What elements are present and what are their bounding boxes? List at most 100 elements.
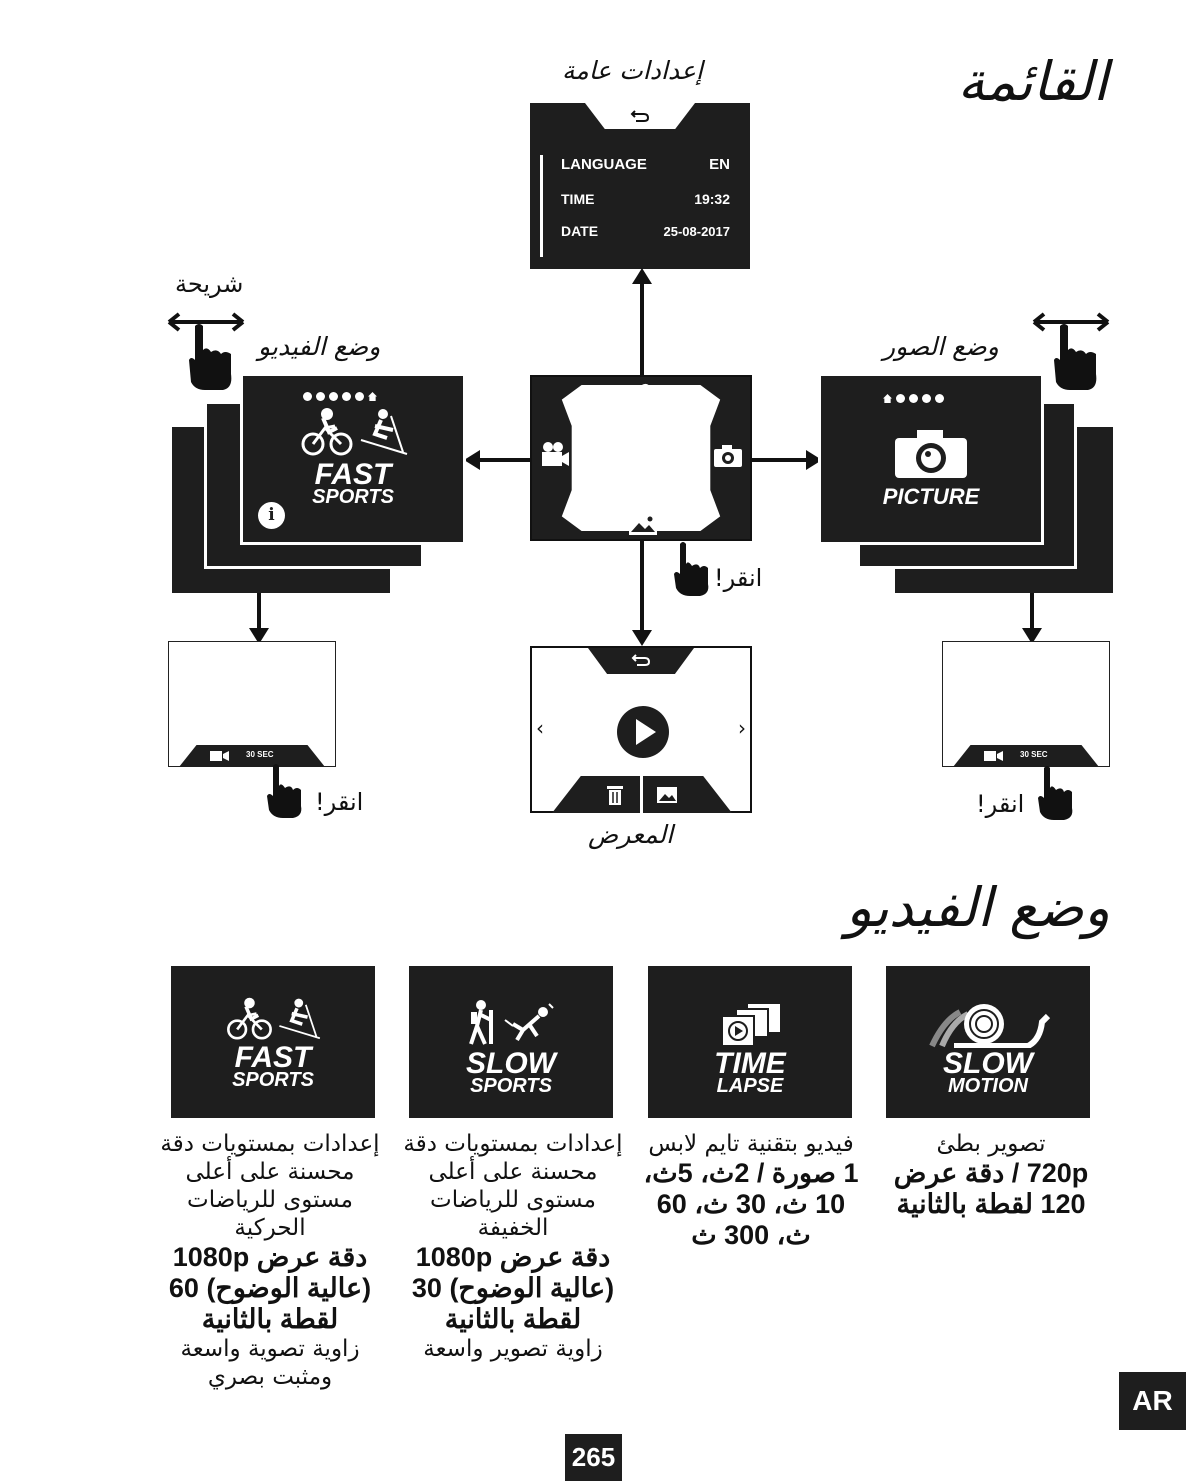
photo-preview-status: 30 SEC [1020, 750, 1048, 759]
mode-desc-time-lapse: فيديو بتقنية تايم لابس 1 صورة / 2ث، 5ث، … [636, 1130, 866, 1251]
arrow-to-video [478, 458, 530, 462]
photo-status-bar: 30 SEC [953, 745, 1099, 767]
video-mode-brand: FAST SPORTS [243, 458, 463, 508]
video-mode-line2: SPORTS [312, 486, 394, 508]
photo-mode-label: وضع الصور [883, 332, 999, 361]
gallery-label: المعرض [588, 820, 674, 849]
settings-screen: LANGUAGE EN TIME 19:32 DATE 25-08-2017 [530, 103, 750, 269]
back-tab[interactable] [585, 103, 695, 129]
settings-label: إعدادات عامة [562, 56, 703, 85]
setting-date-value[interactable]: 25-08-2017 [663, 224, 731, 239]
trash-icon[interactable] [606, 784, 624, 806]
play-icon[interactable] [616, 705, 670, 759]
gallery-icon[interactable] [628, 512, 658, 536]
mode-pager-dots [303, 386, 381, 405]
gallery-screen: ‹ › [530, 646, 752, 813]
photo-mode-screen[interactable]: PICTURE [821, 376, 1041, 542]
cyclist-skier-icon [227, 997, 321, 1040]
video-camera-icon[interactable] [539, 441, 571, 469]
arrowhead-left [464, 450, 480, 470]
tap-label-right: انقر! [976, 790, 1025, 818]
mode-desc-text: تصوير بطئ [936, 1131, 1046, 1157]
arrowhead-down-right [1022, 628, 1042, 644]
mode-desc-bold: 1 صورة / 2ث، 5ث، 10 ث، 30 ث، 60 ث، 300 ث [643, 1158, 859, 1251]
settings-wrench-icon[interactable] [631, 382, 653, 404]
chevron-right-icon[interactable]: › [738, 716, 746, 740]
mode-desc-text: إعدادات بمستويات دقة محسنة على أعلى مستو… [160, 1131, 380, 1242]
arrow-video-to-preview [257, 593, 261, 631]
language-badge: AR [1119, 1372, 1186, 1430]
info-icon[interactable]: i [258, 502, 285, 529]
chevron-left-icon[interactable]: ‹ [536, 716, 544, 740]
mode-line2: SPORTS [470, 1075, 552, 1097]
mode-desc-bold: دقة عرض 1080p (عالية الوضوح) 60 لقطة بال… [168, 1242, 372, 1335]
photo-pager-dots [883, 388, 948, 407]
tap-hand-icon-right [1038, 766, 1073, 820]
mode-desc-fast-sports: إعدادات بمستويات دقة محسنة على أعلى مستو… [155, 1130, 385, 1391]
gallery-back-tab[interactable] [588, 648, 694, 674]
picture-camera-icon [895, 430, 967, 478]
mode-line2: LAPSE [716, 1075, 784, 1097]
mode-desc-bold: 720p / دقة عرض 120 لقطة بالثانية [893, 1158, 1089, 1220]
cyclist-skier-icon [301, 408, 408, 456]
setting-time-value[interactable]: 19:32 [694, 191, 730, 207]
tap-label-left: انقر! [315, 788, 364, 816]
setting-language-value[interactable]: EN [709, 156, 730, 173]
image-icon[interactable] [656, 786, 678, 804]
scroll-bar[interactable] [540, 155, 543, 257]
photo-camera-icon[interactable] [712, 443, 744, 469]
photo-mode-brand: PICTURE [821, 484, 1041, 509]
video-small-icon [210, 751, 229, 761]
mode-desc-text: فيديو بتقنية تايم لابس [648, 1131, 854, 1157]
back-icon [630, 110, 650, 122]
tap-hand-icon-left [267, 764, 302, 818]
back-icon [631, 654, 651, 666]
mode-line1: FAST [234, 1041, 312, 1074]
mode-line2: MOTION [948, 1075, 1028, 1097]
arrow-photo-to-preview [1030, 593, 1034, 631]
video-status-bar: 30 SEC [179, 745, 325, 767]
video-mode-line1: FAST [314, 458, 392, 491]
swipe-label: شريحة [175, 270, 244, 298]
video-preview-screen[interactable]: 30 SEC [168, 641, 336, 767]
gallery-bottom-bar [552, 776, 732, 813]
arrow-to-settings [640, 282, 644, 376]
arrowhead-up [632, 268, 652, 284]
arrowhead-down-center [632, 630, 652, 646]
page-number: 265 [565, 1434, 622, 1481]
page-number-text: 265 [571, 1442, 616, 1472]
swipe-hand-icon-right [1032, 312, 1110, 390]
photo-mode-line1: PICTURE [882, 484, 980, 509]
tap-hand-icon-center [674, 542, 709, 596]
snail-icon [929, 1004, 1051, 1048]
tap-label-center: انقر! [714, 564, 763, 592]
setting-language-key: LANGUAGE [561, 156, 647, 173]
photo-preview-screen[interactable]: 30 SEC [942, 641, 1110, 767]
home-screen [530, 375, 752, 541]
mode-desc-slow-sports: إعدادات بمستويات دقة محسنة على أعلى مستو… [398, 1130, 628, 1363]
mode-desc-bold: دقة عرض 1080p (عالية الوضوح) 30 لقطة بال… [411, 1242, 615, 1335]
mode-line2: SPORTS [232, 1069, 314, 1091]
arrow-to-photo [752, 458, 808, 462]
video-mode-label: وضع الفيديو [258, 332, 381, 361]
mode-line1: TIME [714, 1047, 786, 1080]
video-small-icon [984, 751, 1003, 761]
mode-line1: SLOW [943, 1047, 1033, 1080]
mode-desc-extra: زاوية تصوير واسعة [423, 1336, 603, 1363]
mode-line1: SLOW [466, 1047, 556, 1080]
language-badge-text: AR [1132, 1385, 1173, 1416]
mode-desc-text: إعدادات بمستويات دقة محسنة على أعلى مستو… [403, 1131, 623, 1242]
video-preview-status: 30 SEC [246, 750, 274, 759]
setting-date-key: DATE [561, 223, 599, 239]
hiker-diver-icon [469, 1000, 554, 1045]
arrow-to-gallery [640, 541, 644, 633]
section-title: وضع الفيديو [845, 876, 1110, 939]
timelapse-frames-icon [721, 1004, 780, 1047]
video-mode-screen[interactable]: FAST SPORTS i [243, 376, 463, 542]
swipe-hand-icon-left [167, 312, 245, 390]
mode-desc-extra: زاوية تصوية واسعة ومثبت بصري [180, 1336, 360, 1391]
